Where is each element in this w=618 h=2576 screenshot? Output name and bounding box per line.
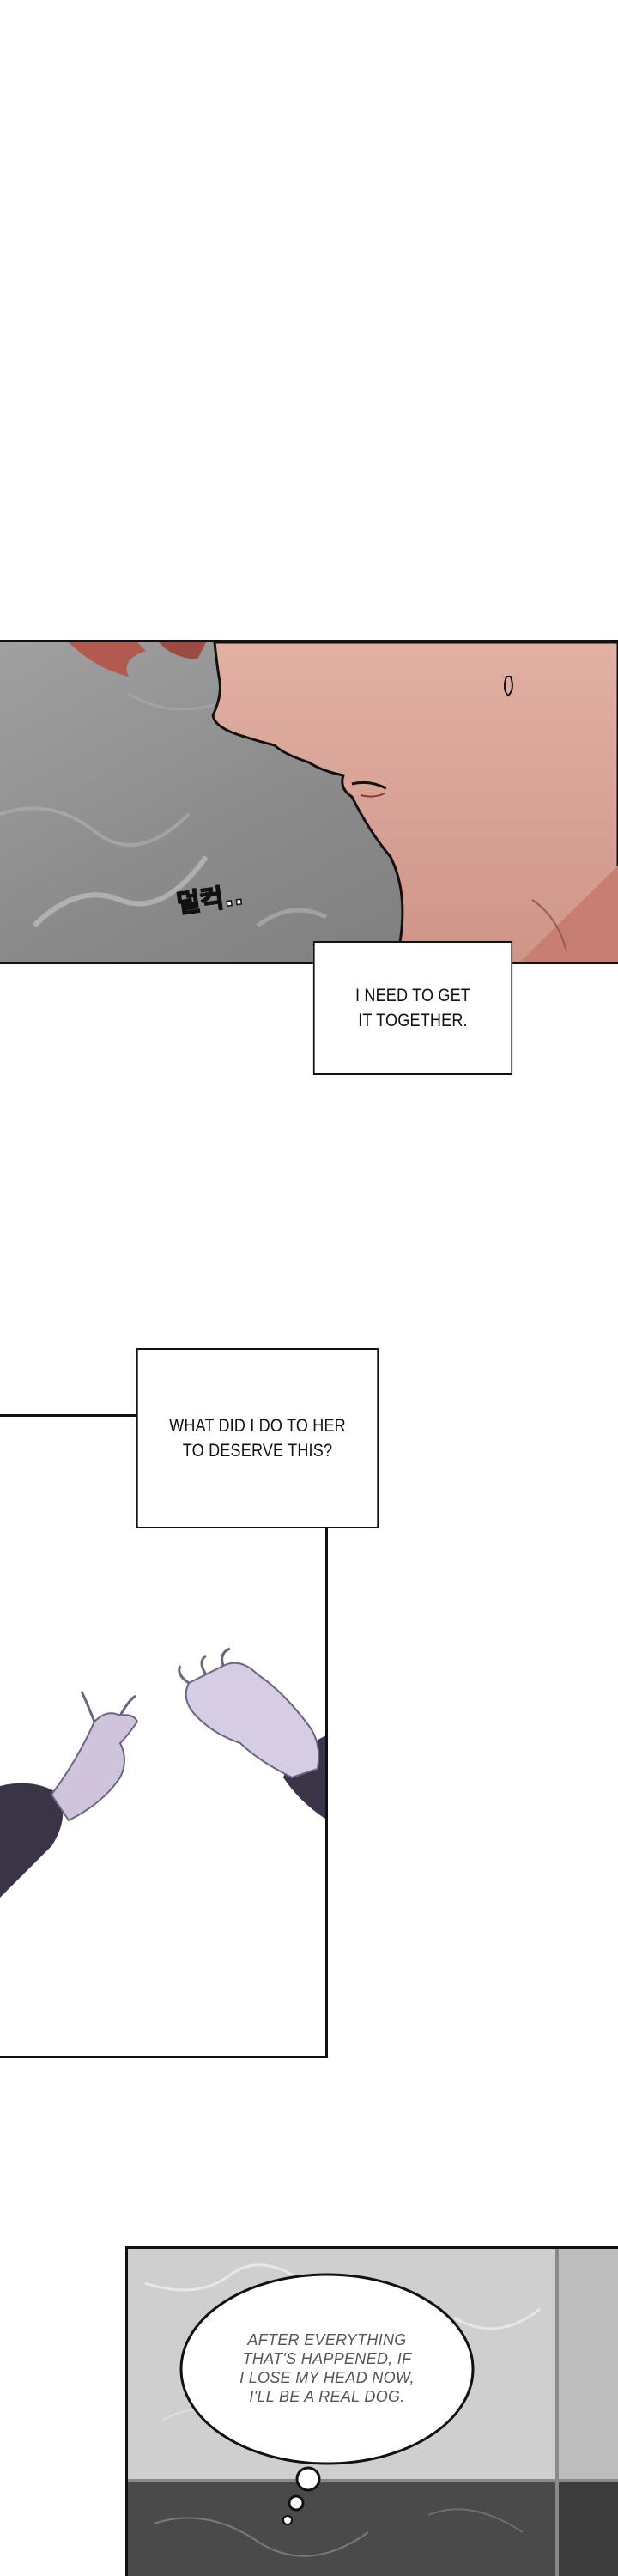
panel-marble-bubble: AFTER EVERYTHING THAT'S HAPPENED, IF I L… — [125, 2246, 618, 2576]
panel-face-closeup: 덜컥.. — [0, 640, 618, 964]
caption-get-together: I NEED TO GET IT TOGETHER. — [312, 941, 513, 1075]
thought-bubble-text: AFTER EVERYTHING THAT'S HAPPENED, IF I L… — [239, 2331, 415, 2405]
panel-marble-art — [128, 2249, 618, 2576]
caption-deserve: WHAT DID I DO TO HER TO DESERVE THIS? — [136, 1348, 379, 1528]
panel-face-art — [0, 642, 618, 962]
